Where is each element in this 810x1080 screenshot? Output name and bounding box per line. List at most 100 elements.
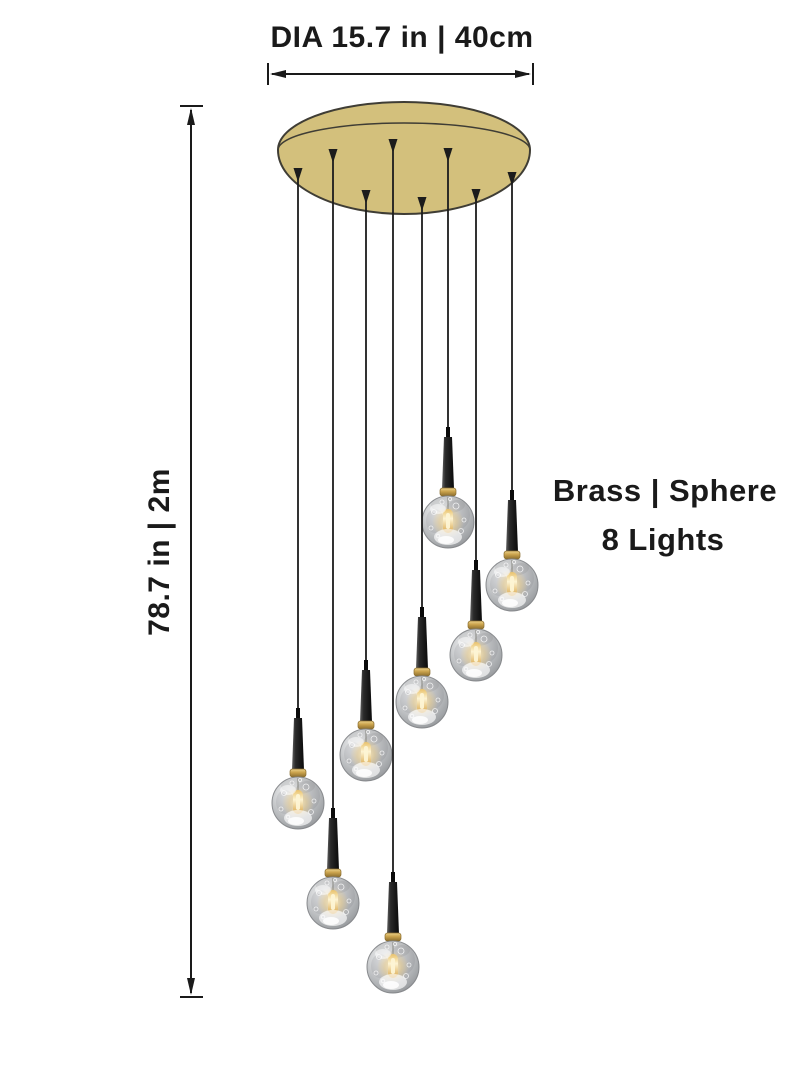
glass-bubble [525,580,531,586]
bulb-filament [391,958,395,974]
height-dimension-label: 78.7 in | 2m [143,468,176,636]
cord-connector [388,139,398,153]
cord-connector [443,148,453,162]
arrowhead-left-icon [270,70,286,78]
glass-highlight [315,885,331,895]
holder-cap [446,427,450,438]
glass-bubble [492,588,498,594]
canopy-disc [276,101,532,215]
glass-highlight [438,536,454,544]
bulb-filament [474,646,478,662]
glass-highlight [280,785,296,795]
glass-bubble [302,783,310,791]
glass-bubble [379,750,385,756]
holder-cap [474,560,478,571]
brass-ring [503,550,521,560]
glass-bubble [467,632,473,638]
pendant-light-4 [395,197,449,729]
glass-bubble [384,944,390,950]
cord-connector [328,149,338,163]
bulb-filament [331,894,335,910]
glass-bubble [313,906,319,912]
glass-highlight [323,917,339,925]
holder-cap [391,872,395,883]
holder-cap [331,808,335,819]
glass-bubble [397,947,405,955]
glass-highlight [430,504,446,514]
glass-bubble [522,591,528,597]
glass-bubble [512,560,517,565]
brass-ring [384,932,402,942]
lights-count-label: 8 Lights [601,522,725,557]
glass-highlight [375,949,391,959]
glass-bubble [370,735,378,743]
glass-bubble [373,970,379,976]
glass-bubble [458,528,464,534]
holder-cap [296,708,300,719]
glass-bubble [297,778,302,783]
glass-bubble [343,909,349,915]
glass-bubble [428,525,434,531]
cord-connector [471,189,481,203]
glass-bubble [503,562,509,568]
holder [360,670,372,722]
holder [470,570,482,622]
pendant-light-8 [366,139,420,994]
glass-bubble [421,677,426,682]
bulb-filament [296,794,300,810]
glass-highlight [412,716,428,724]
arrowhead-down-icon [187,978,195,995]
glass-bubble [432,708,438,714]
glass-bubble [308,809,314,815]
bulb-filament [446,513,450,529]
glass-bubble [403,973,409,979]
brass-ring [289,768,307,778]
pendant-light-7 [306,149,360,930]
glass-bubble [402,705,408,711]
glass-bubble [357,732,363,738]
glass-bubble [346,758,352,764]
brass-ring [324,868,342,878]
glass-bubble [486,661,492,667]
ceiling-canopy [276,101,532,215]
glass-highlight [466,669,482,677]
pendant-light-1 [421,148,475,549]
glass-bubble [332,878,337,883]
glass-bubble [447,496,452,501]
glass-bubble [461,517,467,523]
brass-ring [357,720,375,730]
holder [442,437,454,489]
glass-bubble [365,730,370,735]
cord-connector [507,172,517,186]
brass-ring [467,620,485,630]
glass-bubble [337,883,345,891]
arrowhead-right-icon [515,70,531,78]
brass-ring [413,667,431,677]
holder-cap [510,490,514,501]
glass-bubble [392,942,397,947]
bulb-filament [510,576,514,592]
glass-bubble [406,962,412,968]
cord-connector [417,197,427,211]
pendant-light-2 [485,172,539,612]
glass-highlight [348,737,364,747]
holder [387,882,399,934]
cord-connector [293,168,303,182]
glass-bubble [324,880,330,886]
glass-bubble [311,798,317,804]
diameter-dimension [267,63,534,85]
glass-highlight [502,599,518,607]
glass-bubble [376,761,382,767]
pendant-light-6 [271,168,325,830]
glass-bubble [480,635,488,643]
glass-bubble [456,658,462,664]
brass-ring [439,487,457,497]
glass-highlight [458,637,474,647]
glass-bubble [278,806,284,812]
glass-bubble [413,679,419,685]
glass-highlight [404,684,420,694]
glass-bubble [452,502,460,510]
glass-bubble [426,682,434,690]
glass-highlight [494,567,510,577]
